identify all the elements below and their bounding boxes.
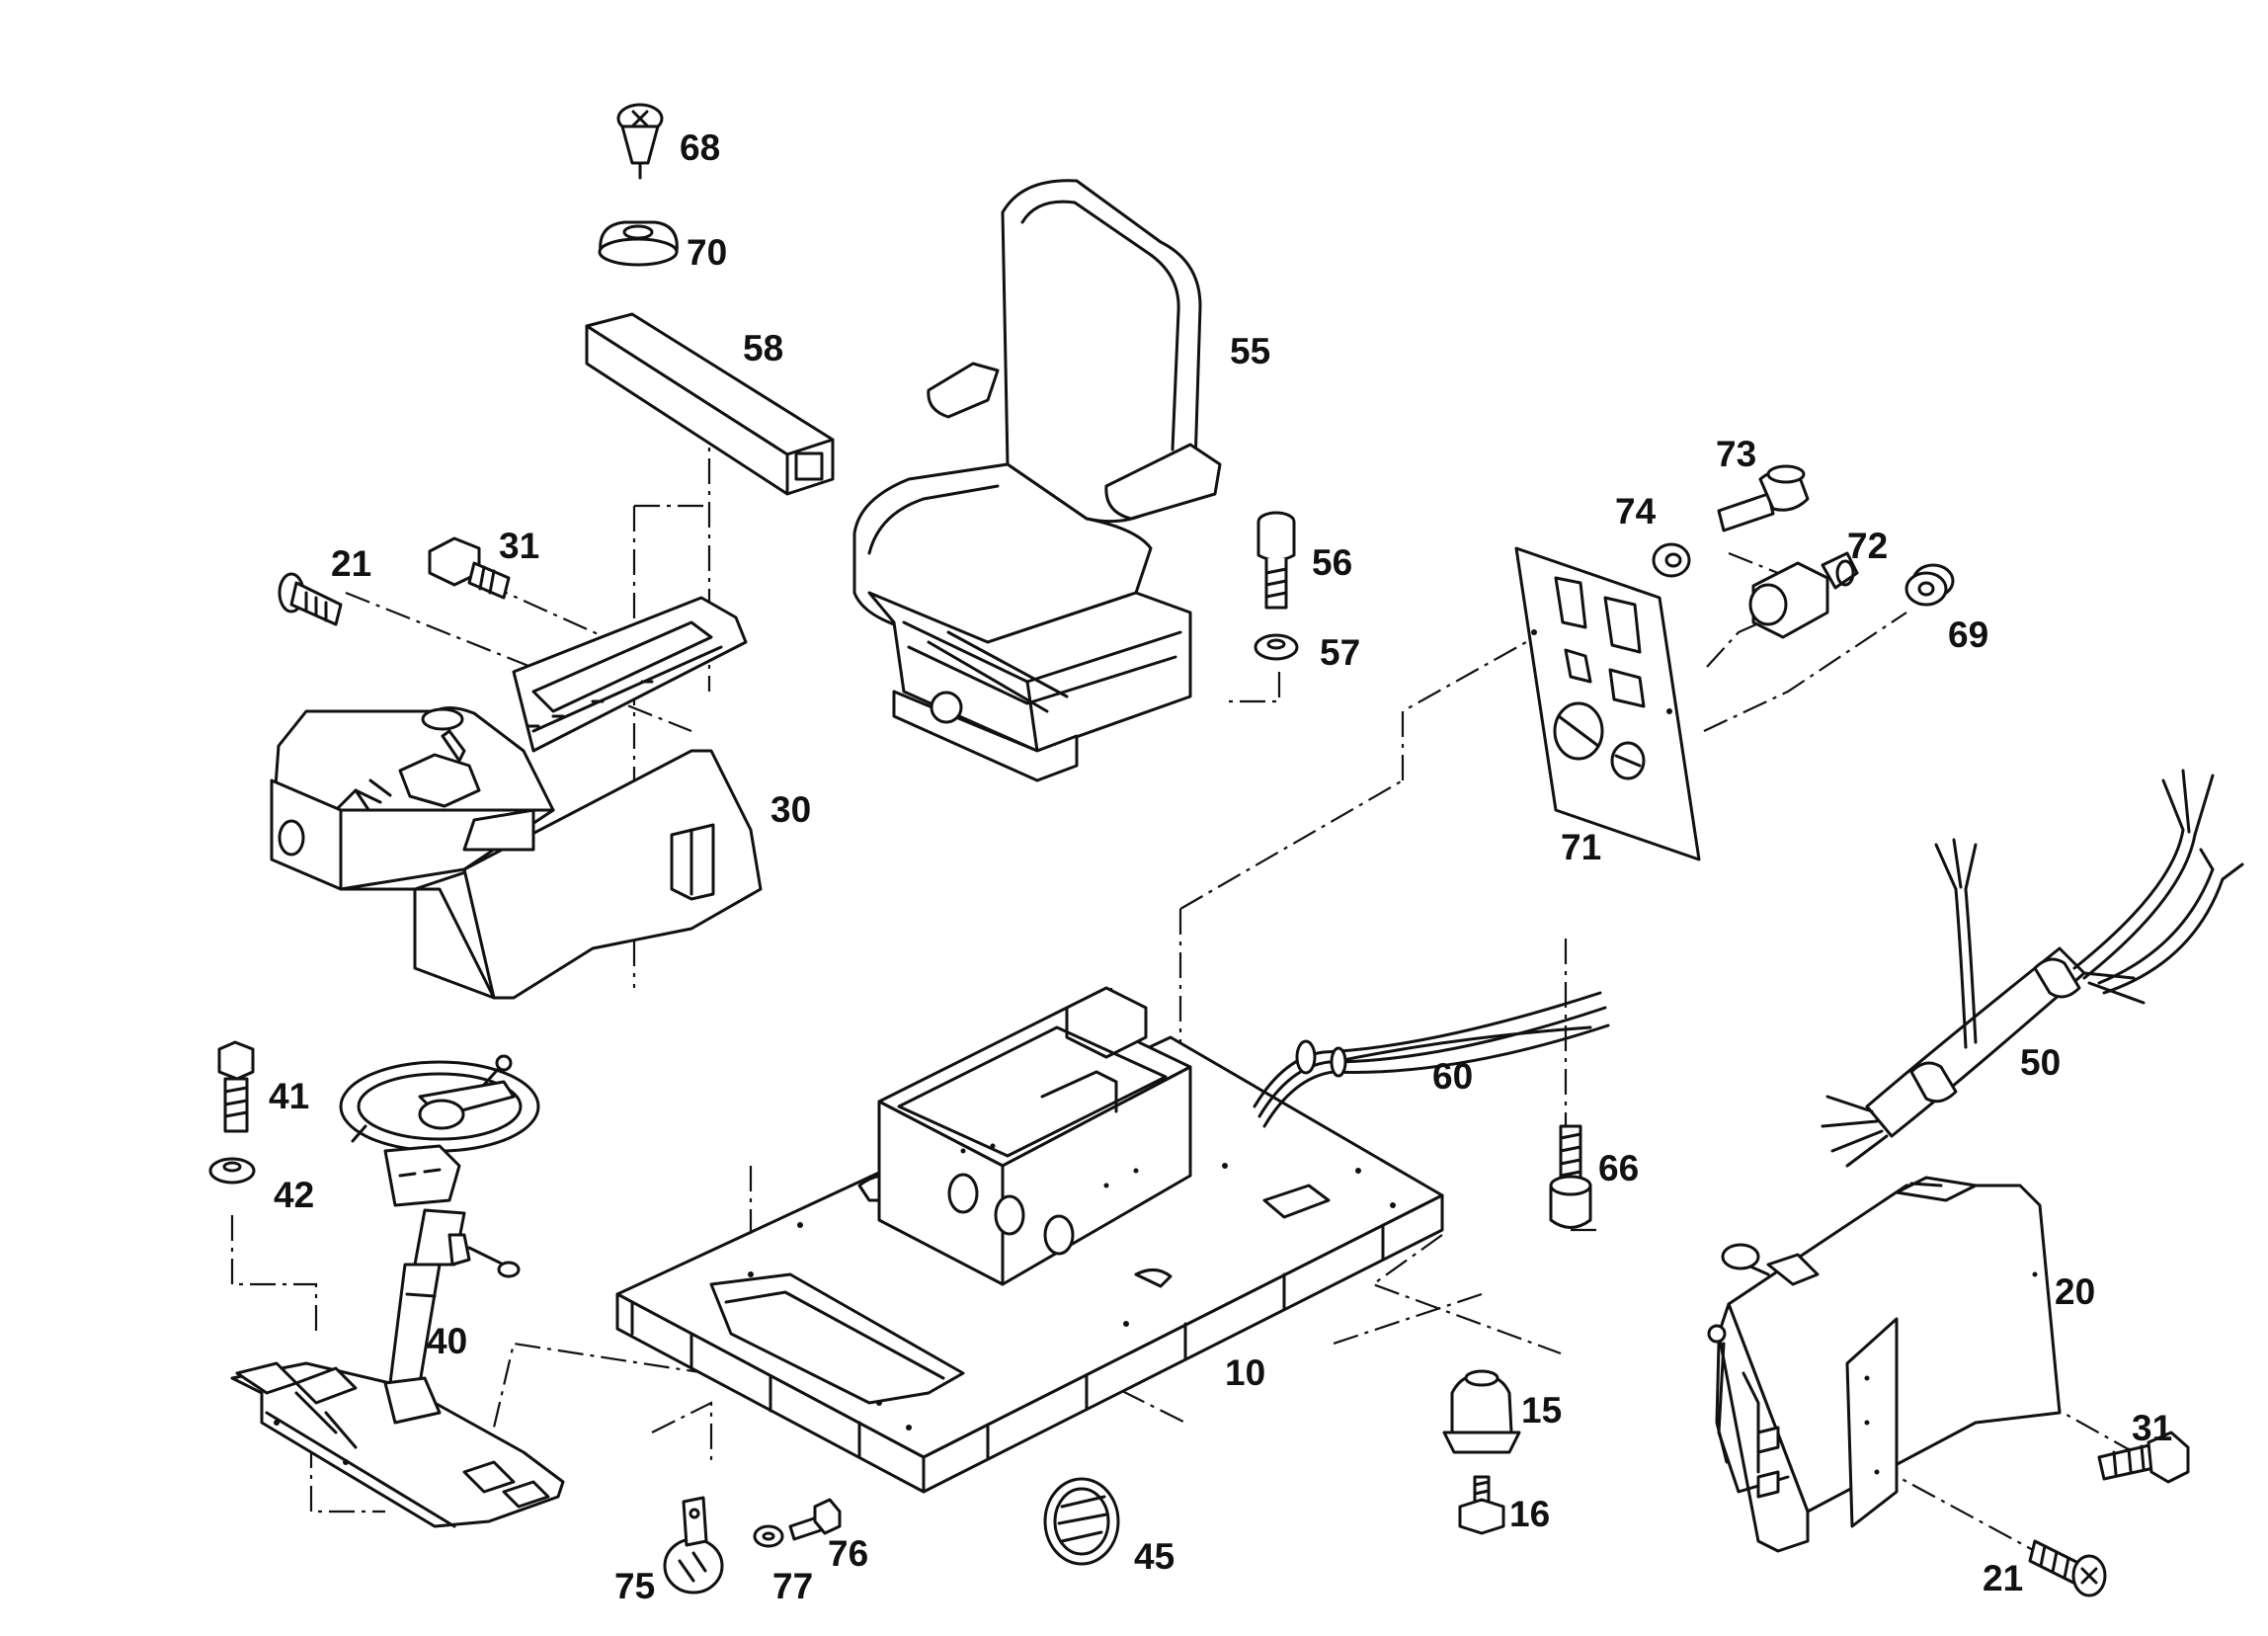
seat-mount-box (877, 986, 1192, 1286)
callout-75: 75 (614, 1566, 655, 1606)
seat-55 (852, 179, 1222, 782)
bolt-16 (1458, 1475, 1505, 1535)
callout-60: 60 (1432, 1056, 1473, 1097)
callout-71: 71 (1561, 827, 1601, 867)
callout-50: 50 (2020, 1042, 2061, 1083)
callout-20: 20 (2055, 1271, 2095, 1312)
callout-45: 45 (1134, 1536, 1174, 1577)
callout-69: 69 (1948, 614, 1988, 655)
callout-77: 77 (772, 1566, 813, 1606)
callout-21-right: 21 (1983, 1558, 2023, 1598)
callout-42: 42 (274, 1175, 314, 1215)
callout-74: 74 (1615, 491, 1657, 532)
callout-40: 40 (427, 1321, 467, 1361)
washer-77 (753, 1524, 784, 1548)
washer-74 (1652, 542, 1691, 578)
bolt-31-right (2097, 1431, 2190, 1484)
callout-57: 57 (1320, 632, 1360, 673)
bolt-41 (217, 1040, 255, 1133)
screw-21-right (2028, 1539, 2107, 1597)
console-20 (1707, 1176, 2062, 1553)
screw-73 (1717, 464, 1810, 532)
washer-57 (1254, 633, 1299, 661)
steering-column-40 (230, 1054, 565, 1528)
callout-41: 41 (269, 1076, 309, 1116)
harness-50 (1821, 769, 2244, 1168)
console-30 (270, 596, 763, 1000)
callout-31-right: 31 (2132, 1408, 2172, 1448)
callout-76: 76 (828, 1533, 868, 1574)
callout-16: 16 (1509, 1494, 1550, 1534)
callout-55: 55 (1230, 331, 1270, 371)
bolt-31-top (428, 536, 511, 600)
nut-69 (1904, 563, 1955, 607)
callout-68: 68 (680, 127, 720, 168)
screw-68 (616, 103, 664, 180)
callout-70: 70 (687, 232, 727, 273)
panel-71 (1514, 546, 1701, 861)
connector-72 (1748, 551, 1859, 639)
bolt-56 (1256, 511, 1296, 610)
washer-42 (208, 1157, 256, 1185)
cap-70 (598, 220, 679, 267)
bolt-66 (1549, 1124, 1592, 1229)
tube-58 (585, 312, 835, 496)
callout-58: 58 (743, 328, 783, 368)
callout-15: 15 (1521, 1390, 1562, 1431)
callout-66: 66 (1598, 1148, 1639, 1188)
harness-60 (1253, 991, 1610, 1128)
screw-21-top (278, 572, 343, 626)
callout-56: 56 (1312, 542, 1352, 583)
callout-10: 10 (1225, 1352, 1265, 1393)
clip-75 (663, 1496, 724, 1595)
callout-73: 73 (1716, 434, 1756, 474)
callout-21-top: 21 (331, 543, 371, 584)
callout-labels: 68 70 58 55 73 74 72 56 57 69 71 21 31 3… (269, 127, 2172, 1606)
callout-31-top: 31 (499, 526, 539, 566)
grommet-45 (1043, 1477, 1120, 1566)
callout-72: 72 (1847, 526, 1888, 566)
screw-76 (788, 1498, 842, 1541)
callout-30: 30 (770, 789, 811, 830)
mount-15 (1442, 1369, 1521, 1454)
